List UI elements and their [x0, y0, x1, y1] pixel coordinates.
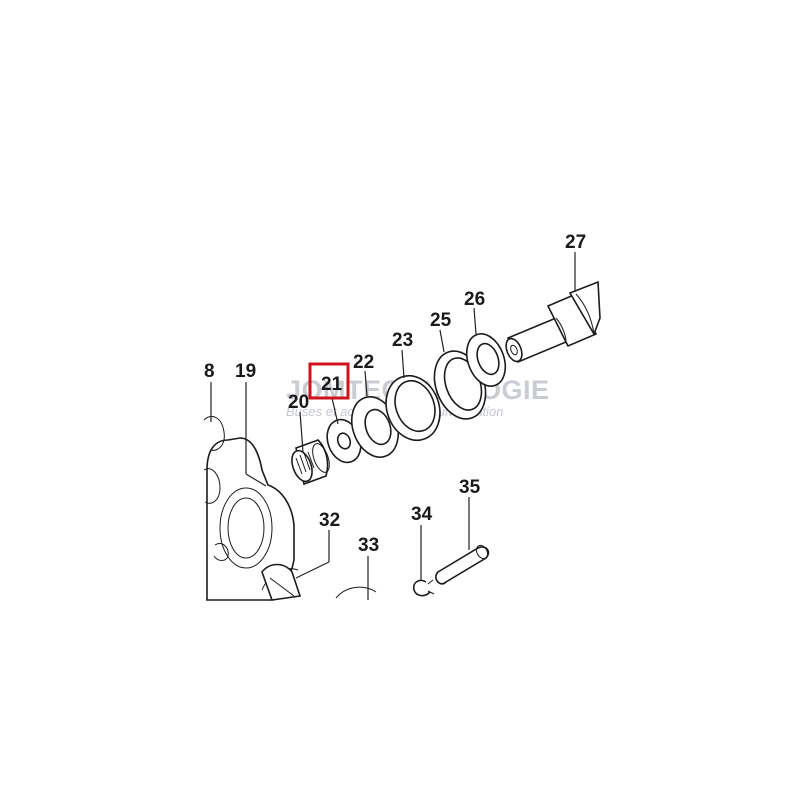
part-27-piston	[505, 280, 601, 364]
label-part-25: 25	[430, 310, 452, 331]
part-labels: 8 19 20 21 22 23 25 26 27 32 33 34 35	[204, 232, 586, 556]
part-23-o-ring	[385, 374, 441, 442]
part-20-bearing	[291, 439, 330, 486]
label-part-26: 26	[464, 289, 485, 310]
leader-lines	[210, 252, 576, 600]
part-19-pump-housing	[203, 416, 299, 601]
part-26-washer	[465, 333, 507, 387]
highlight-box-part-21	[308, 362, 350, 400]
part-32-connecting-rod	[261, 563, 302, 601]
label-part-22: 22	[353, 352, 374, 373]
label-part-21: 21	[321, 374, 343, 395]
label-part-34: 34	[411, 504, 433, 525]
label-part-19: 19	[235, 361, 256, 382]
label-part-27: 27	[565, 232, 586, 253]
part-33	[335, 586, 377, 599]
label-part-20: 20	[288, 392, 309, 413]
label-part-8: 8	[204, 361, 215, 382]
label-part-32: 32	[319, 510, 340, 531]
label-part-35: 35	[459, 477, 481, 498]
part-35-pin	[435, 544, 490, 585]
part-34-circlip	[412, 579, 435, 597]
label-part-23: 23	[392, 330, 413, 351]
label-part-33: 33	[358, 535, 379, 556]
